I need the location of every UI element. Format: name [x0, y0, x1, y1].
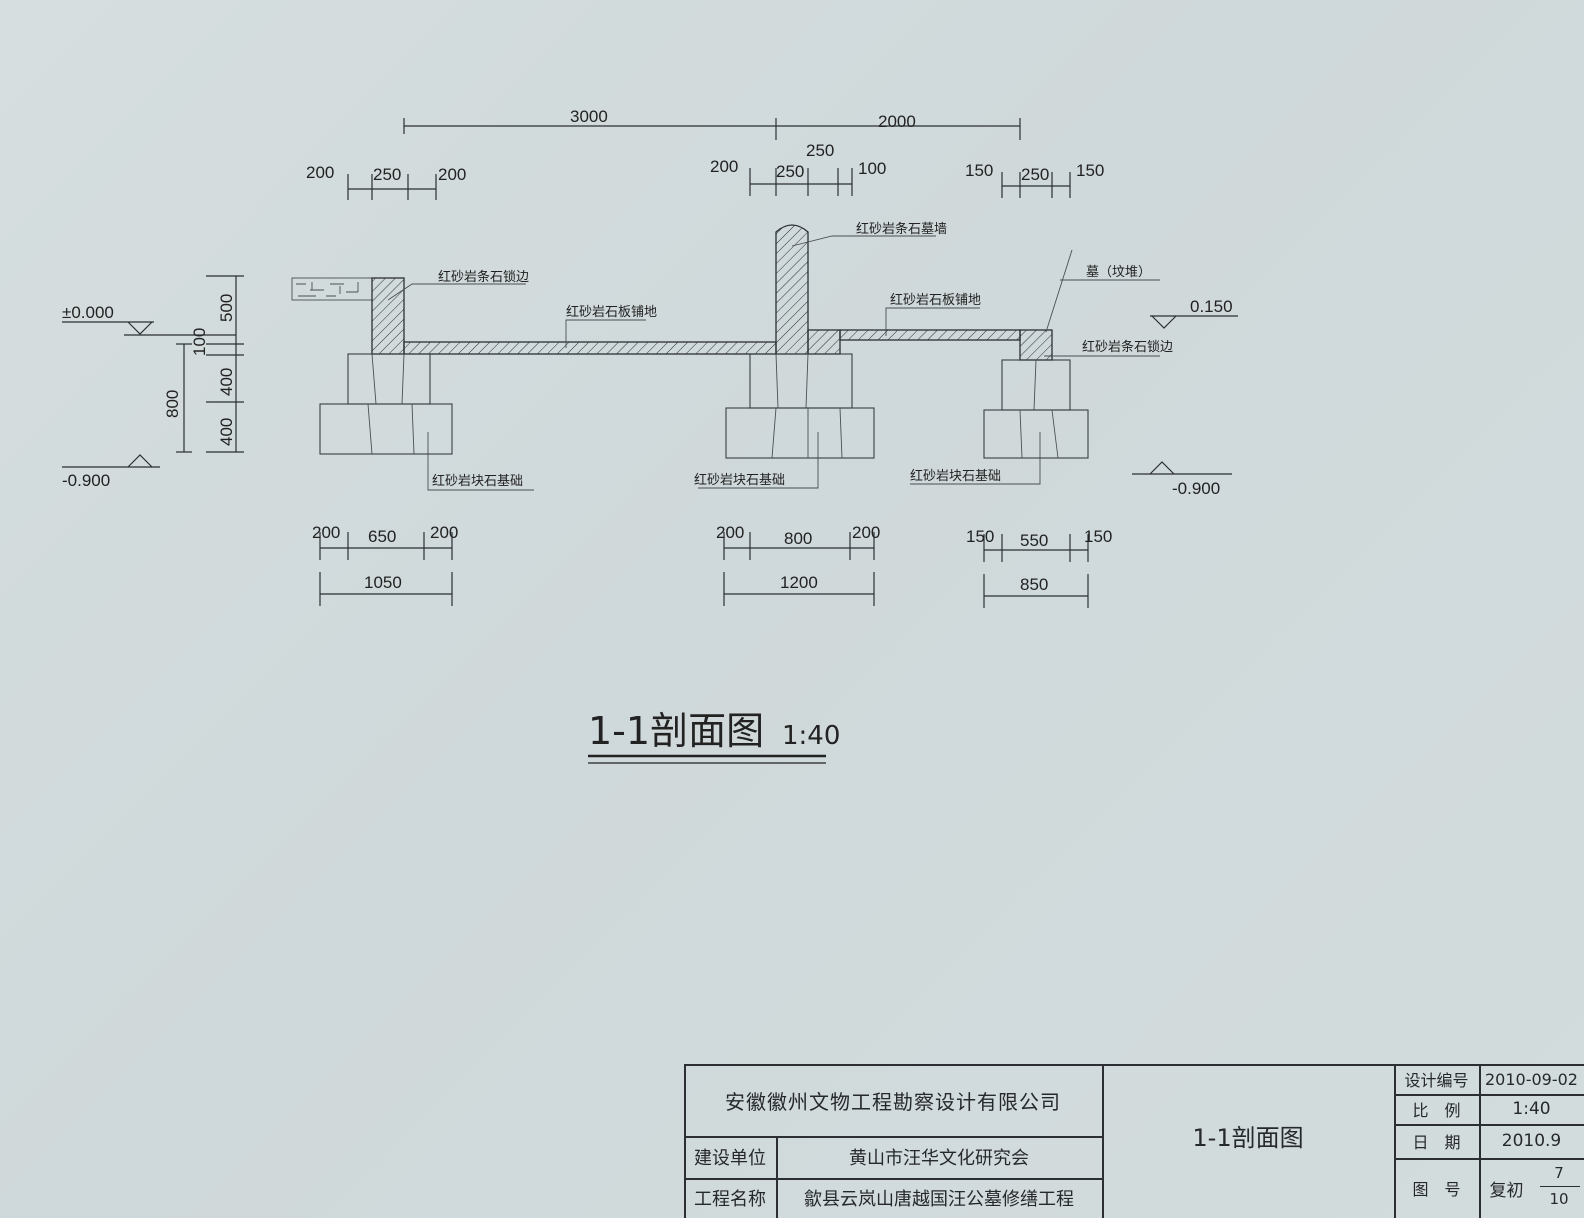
drawing-title: 1-1剖面图 1:40	[588, 709, 840, 764]
dim-b-mid-total: 1200	[780, 573, 818, 592]
mid-wall-dims: 200 250 100 250	[710, 141, 886, 196]
right-structure	[983, 329, 1089, 459]
dim-mid-200: 200	[710, 157, 738, 176]
drawing-name: 1-1剖面图	[1192, 1123, 1304, 1152]
dim-3000: 3000	[570, 107, 608, 126]
elev-pos-right: 0.150	[1190, 297, 1233, 316]
dim-b-left-200b: 200	[430, 523, 458, 542]
label-tomb-wall: 红砂岩条石墓墙	[856, 221, 947, 237]
dim-left-250: 250	[373, 165, 401, 184]
bottom-dims-left: 200 650 200 1050	[312, 523, 458, 606]
dim-b-left-200a: 200	[312, 523, 340, 542]
dim-v-400b: 400	[217, 418, 236, 446]
dim-b-mid-200a: 200	[716, 523, 744, 542]
dim-v-400a: 400	[217, 368, 236, 396]
dim-b-left-650: 650	[368, 527, 396, 546]
dim-v-100: 100	[190, 328, 209, 356]
dim-mid-250: 250	[776, 162, 804, 181]
sheet-prefix: 复初	[1489, 1180, 1524, 1201]
title-block: 安徽徽州文物工程勘察设计有限公司 建设单位 黄山市汪华文化研究会 工程名称 歙县…	[684, 1064, 1584, 1218]
project-value: 歙县云岚山唐越国汪公墓修缮工程	[804, 1189, 1074, 1210]
dim-right-150b: 150	[1076, 161, 1104, 180]
dim-b-mid-200b: 200	[852, 523, 880, 542]
dim-b-right-150b: 150	[1084, 527, 1112, 546]
company-name: 安徽徽州文物工程勘察设计有限公司	[725, 1089, 1061, 1114]
project-label: 工程名称	[694, 1189, 766, 1210]
left-structure	[291, 277, 777, 455]
dim-v-800: 800	[163, 390, 182, 418]
label-found-left: 红砂岩块石基础	[432, 473, 523, 489]
dim-mid-100: 100	[858, 159, 886, 178]
client-value: 黄山市汪华文化研究会	[849, 1148, 1029, 1169]
label-right-curb: 红砂岩条石锁边	[1082, 339, 1173, 355]
elevation-left-bottom: -0.900	[62, 454, 160, 490]
label-tomb-mound: 墓（坟堆）	[1086, 265, 1151, 280]
design-no-value: 2010-09-02	[1485, 1069, 1578, 1089]
dim-b-right-total: 850	[1020, 575, 1048, 594]
elev-neg-left: -0.900	[62, 471, 110, 490]
dim-b-left-total: 1050	[364, 573, 402, 592]
dim-b-right-550: 550	[1020, 531, 1048, 550]
dim-v-500: 500	[217, 294, 236, 322]
scale-value: 1:40	[1512, 1099, 1551, 1119]
mid-structure	[725, 224, 1021, 459]
dim-left-200a: 200	[306, 163, 334, 182]
elevation-right-top: 0.150	[1150, 297, 1238, 329]
sheet-num: 7	[1554, 1164, 1564, 1182]
elevation-right-bottom: -0.900	[1132, 461, 1232, 498]
left-wall-dims: 200 250 200	[306, 163, 466, 200]
client-label: 建设单位	[694, 1148, 766, 1169]
label-found-right: 红砂岩块石基础	[910, 468, 1001, 484]
elevation-zero: ±0.000	[62, 303, 236, 336]
bottom-dims-right: 150 550 150 850	[966, 527, 1112, 608]
label-found-mid: 红砂岩块石基础	[694, 472, 785, 488]
elev-zero: ±0.000	[62, 303, 114, 322]
sheet-total: 10	[1549, 1190, 1569, 1208]
dim-b-mid-800: 800	[784, 529, 812, 548]
leaders: 红砂岩条石锁边 红砂岩石板铺地 红砂岩条石墓墙 红砂岩石板铺地 墓（坟堆） 红砂…	[387, 221, 1173, 491]
dim-2000: 2000	[878, 112, 916, 131]
dim-b-right-150a: 150	[966, 527, 994, 546]
dim-right-150a: 150	[965, 161, 993, 180]
design-no-label: 设计编号	[1404, 1071, 1469, 1090]
dim-mid-250-top: 250	[806, 141, 834, 160]
dim-left-200b: 200	[438, 165, 466, 184]
sheet-label: 图 号	[1412, 1180, 1461, 1199]
right-wall-dims: 150 250 150	[965, 161, 1104, 198]
vertical-dims: 500 100 400 400 800	[163, 275, 244, 453]
drawing-scale-text: 1:40	[782, 721, 840, 751]
label-paving-left: 红砂岩石板铺地	[566, 304, 657, 320]
drawing-title-text: 1-1剖面图	[588, 709, 764, 753]
label-paving-right: 红砂岩石板铺地	[890, 292, 981, 308]
top-dimension: 3000 2000	[403, 107, 1021, 140]
label-left-curb: 红砂岩条石锁边	[438, 269, 529, 285]
date-label: 日 期	[1412, 1133, 1461, 1152]
date-value: 2010.9	[1501, 1131, 1562, 1151]
elev-neg-right: -0.900	[1172, 479, 1220, 498]
bottom-dims-mid: 200 800 200 1200	[716, 523, 880, 606]
dim-right-250: 250	[1021, 165, 1049, 184]
scale-label: 比 例	[1412, 1101, 1461, 1120]
